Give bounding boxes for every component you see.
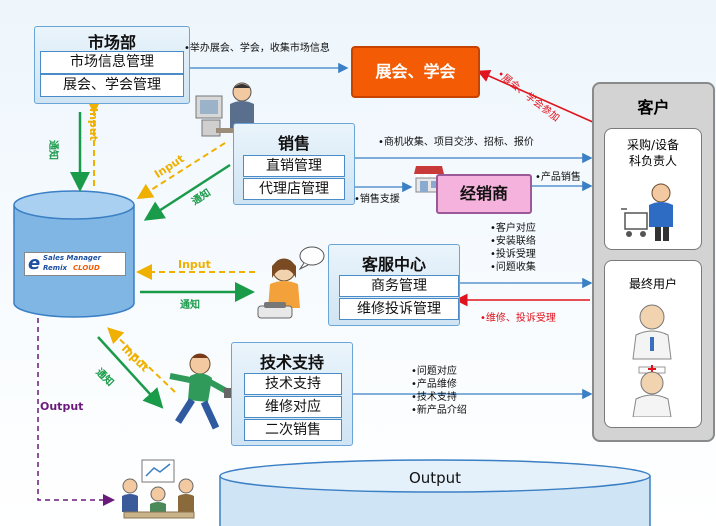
output-cylinder — [219, 459, 651, 526]
sales-dept-box: 销售 直销管理 代理店管理 — [233, 123, 355, 205]
output-db-label: Output — [408, 469, 462, 487]
marketing-item-info: 市场信息管理 — [40, 51, 184, 74]
tech-dept-box: 技术支持 技术支持 维修对应 二次销售 — [231, 342, 353, 446]
dealer-box: 经销商 — [436, 174, 532, 214]
notify-label-marketing: 通知 — [47, 140, 58, 160]
arrow-customer-exhibition — [477, 70, 596, 124]
end-user-label: 最终用户 — [628, 277, 677, 291]
output-label-side: Output — [40, 400, 84, 413]
service-item-repair: 维修投诉管理 — [339, 298, 459, 320]
arrow-notify-sales — [143, 163, 231, 221]
arrow-input-sales — [136, 142, 226, 200]
repair-complaint-label: •维修、投诉受理 — [480, 313, 556, 324]
customer-panel: 客户 采购/设备 科负责人 最终用户 — [592, 82, 715, 442]
customer-title: 客户 — [637, 98, 670, 117]
service-note-1: •客户对应 — [490, 223, 536, 234]
exhibition-box: 展会、学会 — [351, 46, 480, 98]
sales-title: 销售 — [277, 134, 310, 153]
buyer-card: 采购/设备 科负责人 — [604, 128, 702, 250]
tech-item-resale: 二次销售 — [244, 419, 342, 441]
doctor-nurse-icon — [632, 304, 672, 417]
tech-title: 技术支持 — [259, 353, 324, 372]
arrow-input-tech — [107, 327, 176, 393]
end-user-card: 最终用户 — [604, 260, 702, 428]
tech-note-2: •产品维修 — [411, 379, 457, 390]
meeting-icon — [122, 459, 195, 519]
product-sales-note: •产品销售 — [535, 172, 581, 183]
telephone-operator-icon — [257, 246, 325, 319]
arrow-notify-tech — [97, 336, 164, 409]
service-title: 客服中心 — [361, 255, 426, 274]
tech-item-repair: 维修对应 — [244, 396, 342, 418]
logo-e-icon: e — [28, 253, 41, 274]
logo-line2: Remix — [43, 264, 67, 272]
tech-note-3: •技术支持 — [411, 392, 457, 403]
marketing-item-exhibit: 展会、学会管理 — [40, 74, 184, 97]
tech-note-1: •问题对应 — [411, 366, 457, 377]
database-logo: e Sales Manager Remix CLOUD — [24, 252, 126, 276]
arrow-output — [37, 318, 115, 506]
marketing-note: •举办展会、学会，收集市场信息 — [184, 43, 330, 54]
service-note-4: •问题收集 — [490, 262, 536, 273]
service-item-business: 商务管理 — [339, 275, 459, 297]
service-note-2: •安装联络 — [490, 236, 536, 247]
service-dept-box: 客服中心 商务管理 维修投诉管理 — [328, 244, 460, 326]
marketing-dept-box: 市场部 市场信息管理 展会、学会管理 — [34, 26, 190, 104]
marketing-title: 市场部 — [87, 33, 136, 52]
input-label-service: Input — [178, 258, 211, 271]
running-technician-icon — [169, 353, 234, 430]
sales-note: •商机收集、项目交涉、招标、报价 — [378, 137, 534, 148]
notify-label-service: 通知 — [180, 300, 200, 311]
service-note-3: •投诉受理 — [490, 249, 536, 260]
sales-item-direct: 直销管理 — [243, 155, 345, 177]
shopper-icon — [621, 183, 673, 241]
buyer-label: 采购/设备 科负责人 — [626, 138, 680, 168]
shop-icon — [414, 166, 444, 193]
sales-item-agent: 代理店管理 — [243, 178, 345, 200]
logo-line3: CLOUD — [73, 264, 100, 272]
tech-item-support: 技术支持 — [244, 373, 342, 395]
logo-line1: Sales Manager — [43, 254, 102, 262]
sales-support-note: •销售支援 — [354, 194, 400, 205]
tech-note-4: •新产品介绍 — [411, 405, 467, 416]
input-label-marketing: Input — [87, 108, 100, 141]
